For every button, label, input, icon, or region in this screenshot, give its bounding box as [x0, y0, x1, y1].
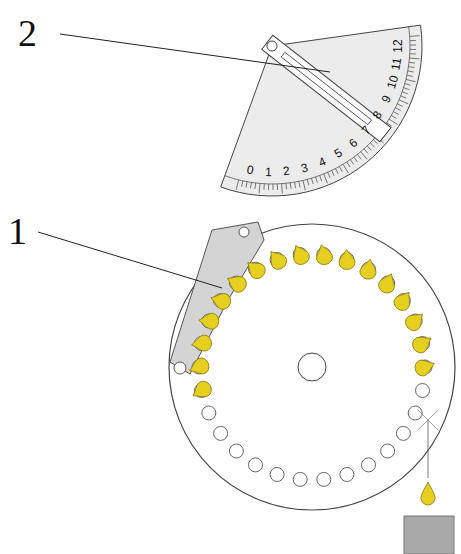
falling-drop [421, 482, 435, 505]
leader-line [38, 232, 222, 288]
callout-number: 2 [18, 14, 37, 52]
scale-number: 11 [390, 57, 404, 71]
scale-number: 2 [283, 165, 291, 178]
scale-number: 0 [246, 164, 255, 177]
arm-pivot [174, 362, 186, 374]
pointer [262, 35, 391, 142]
outlet-mark [418, 410, 438, 430]
scale-number: 1 [265, 166, 272, 178]
scale-sector [221, 25, 422, 196]
leader-line [60, 34, 330, 72]
disc-hub [298, 353, 326, 381]
arm [170, 222, 264, 374]
scale-ticks [225, 27, 420, 194]
arm-hole [239, 227, 249, 237]
pivot [267, 41, 277, 51]
dish [404, 516, 454, 554]
drop-path [428, 420, 429, 478]
scale-number: 12 [392, 39, 404, 52]
disc-holes [187, 242, 437, 486]
callout-number: 1 [8, 212, 27, 250]
